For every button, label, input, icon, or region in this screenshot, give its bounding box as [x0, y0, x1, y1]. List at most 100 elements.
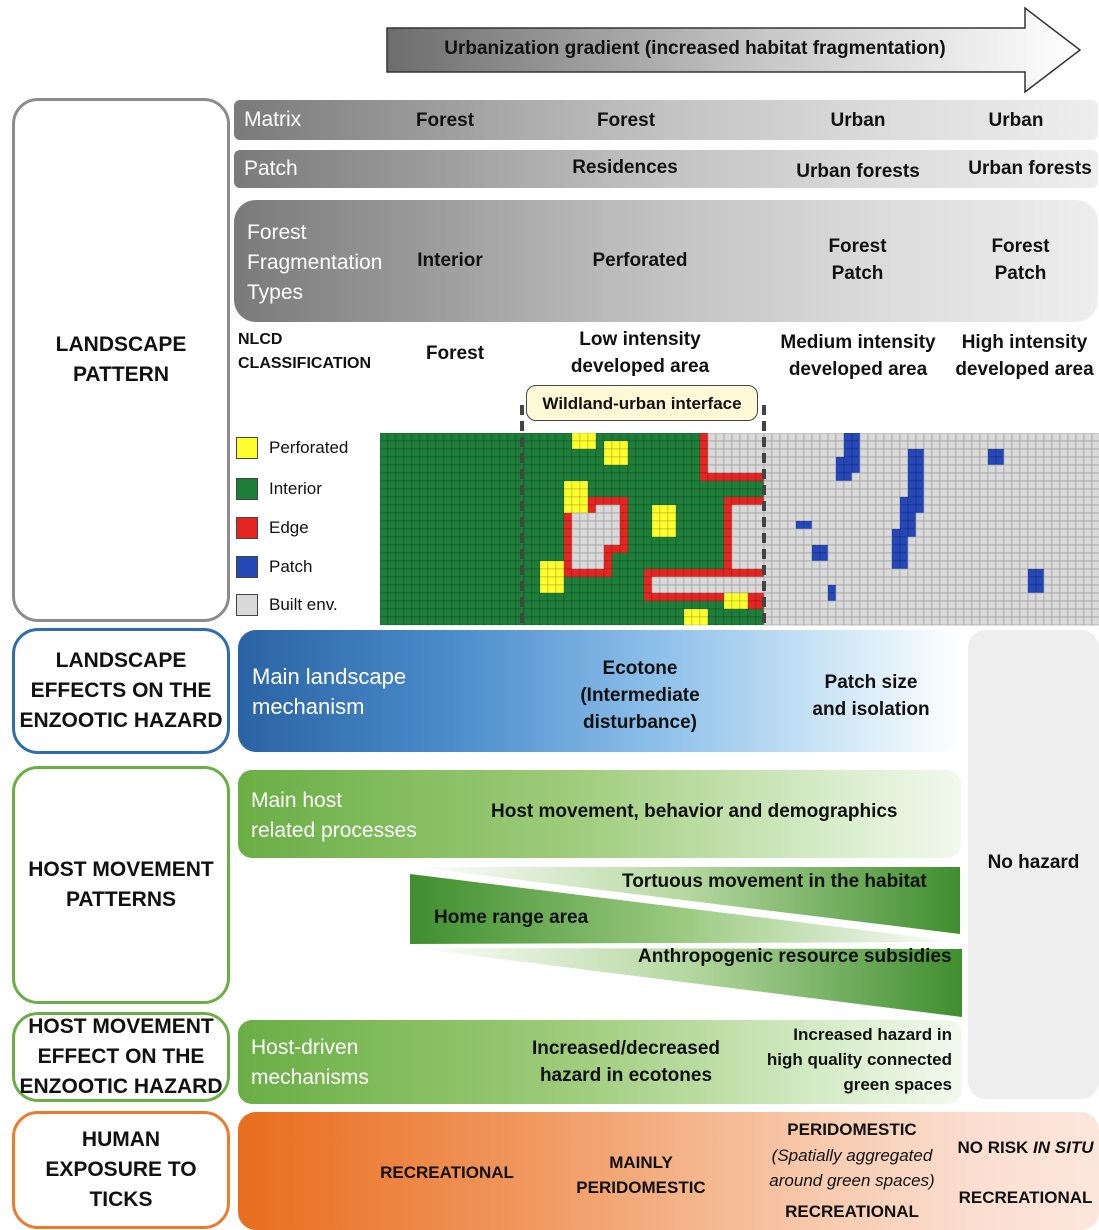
host-movement-wedges	[410, 867, 962, 1017]
grid-cell-built	[1051, 440, 1061, 450]
grid-cell-interior	[387, 592, 397, 602]
grid-cell-built	[1019, 520, 1029, 530]
grid-cell-built	[867, 472, 877, 482]
grid-cell-built	[827, 504, 837, 514]
grid-cell-built	[1011, 488, 1021, 498]
grid-cell-built	[1003, 456, 1013, 466]
grid-cell-built	[1083, 576, 1093, 586]
grid-cell-built	[947, 552, 957, 562]
grid-cell-interior	[475, 552, 485, 562]
grid-cell-built	[875, 520, 885, 530]
grid-cell-interior	[483, 512, 493, 522]
grid-cell-built	[891, 472, 901, 482]
grid-cell-built	[867, 552, 877, 562]
grid-cell-interior	[475, 600, 485, 610]
grid-cell-interior	[451, 536, 461, 546]
grid-cell-patch	[907, 512, 917, 522]
grid-cell-interior	[427, 528, 437, 538]
grid-cell-interior	[475, 592, 485, 602]
grid-cell-built	[835, 576, 845, 586]
grid-cell-interior	[451, 480, 461, 490]
grid-cell-built	[1067, 608, 1077, 618]
grid-cell-built	[787, 472, 797, 482]
grid-cell-built	[979, 504, 989, 514]
grid-cell-interior	[403, 520, 413, 530]
grid-cell-built	[883, 480, 893, 490]
grid-cell-built	[1051, 496, 1061, 506]
grid-cell-interior	[443, 440, 453, 450]
grid-cell-built	[1059, 616, 1069, 626]
grid-cell-built	[915, 568, 925, 578]
grid-cell-built	[1075, 504, 1085, 514]
grid-cell-built	[963, 448, 973, 458]
grid-cell-built	[1019, 448, 1029, 458]
grid-cell-built	[859, 552, 869, 562]
grid-cell-built	[1091, 440, 1099, 450]
grid-cell-patch	[899, 496, 909, 506]
grid-cell-interior	[483, 496, 493, 506]
grid-cell-interior	[387, 504, 397, 514]
grid-cell-built	[1035, 464, 1045, 474]
grid-cell-interior	[467, 504, 477, 514]
grid-cell-built	[947, 472, 957, 482]
grid-cell-interior	[443, 512, 453, 522]
grid-cell-built	[1019, 512, 1029, 522]
grid-cell-built	[987, 480, 997, 490]
matrix-value-1: Forest	[415, 110, 475, 131]
grid-cell-interior	[443, 560, 453, 570]
grid-cell-built	[1067, 584, 1077, 594]
grid-cell-built	[971, 456, 981, 466]
grid-cell-built	[859, 448, 869, 458]
grid-cell-built	[1067, 544, 1077, 554]
grid-cell-patch	[907, 488, 917, 498]
grid-cell-built	[955, 528, 965, 538]
grid-cell-built	[1019, 480, 1029, 490]
grid-cell-interior	[380, 520, 389, 530]
grid-cell-built	[1067, 504, 1077, 514]
grid-cell-built	[835, 584, 845, 594]
grid-cell-built	[987, 433, 997, 442]
grid-cell-built	[979, 552, 989, 562]
grid-cell-interior	[387, 488, 397, 498]
grid-cell-built	[939, 488, 949, 498]
grid-cell-built	[915, 520, 925, 530]
grid-cell-interior	[411, 600, 421, 610]
grid-cell-interior	[451, 464, 461, 474]
grid-cell-built	[827, 512, 837, 522]
grid-cell-patch	[899, 536, 909, 546]
grid-cell-patch	[915, 488, 925, 498]
grid-cell-built	[939, 520, 949, 530]
grid-cell-built	[803, 608, 813, 618]
grid-cell-interior	[403, 568, 413, 578]
grid-cell-built	[1003, 480, 1013, 490]
grid-cell-interior	[435, 528, 445, 538]
grid-cell-interior	[451, 616, 461, 626]
grid-cell-built	[1019, 592, 1029, 602]
grid-cell-built	[1091, 552, 1099, 562]
grid-cell-interior	[435, 504, 445, 514]
grid-cell-interior	[491, 592, 501, 602]
grid-cell-built	[1003, 616, 1013, 626]
grid-cell-built	[1019, 552, 1029, 562]
grid-cell-built	[1035, 488, 1045, 498]
grid-cell-interior	[499, 464, 509, 474]
grid-cell-built	[875, 544, 885, 554]
grid-cell-built	[795, 472, 805, 482]
grid-cell-interior	[499, 520, 509, 530]
grid-cell-interior	[491, 584, 501, 594]
grid-cell-patch	[851, 440, 861, 450]
grid-cell-built	[851, 568, 861, 578]
grid-cell-built	[1011, 472, 1021, 482]
grid-cell-interior	[395, 536, 405, 546]
grid-cell-built	[979, 480, 989, 490]
grid-cell-interior	[419, 608, 429, 618]
grid-cell-built	[1019, 456, 1029, 466]
grid-cell-built	[1091, 520, 1099, 530]
grid-cell-patch	[915, 464, 925, 474]
wui-boundary-lines	[520, 405, 766, 627]
grid-cell-interior	[483, 472, 493, 482]
grid-cell-built	[1091, 616, 1099, 626]
grid-cell-built	[915, 584, 925, 594]
grid-cell-interior	[395, 464, 405, 474]
grid-cell-built	[947, 584, 957, 594]
